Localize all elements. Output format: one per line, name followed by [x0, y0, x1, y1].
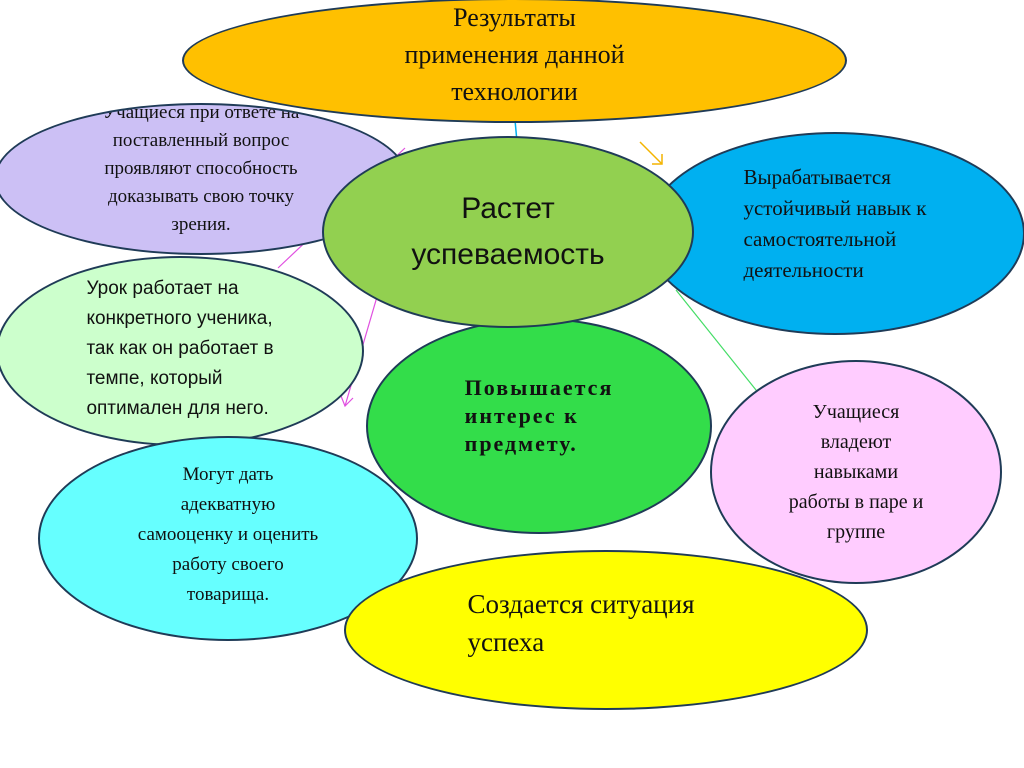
skill-text: Вырабатывается устойчивый навык к самост… [743, 164, 927, 282]
arrow-to-pair [675, 289, 765, 401]
success-node: Создается ситуация успеха [344, 550, 868, 710]
top-results-node: Результаты применения данной технологии [182, 0, 847, 123]
arrow-to-skill-head [652, 154, 663, 165]
argue-text: Учащиеся при ответе на поставленный вопр… [102, 103, 300, 235]
interest-node: Повышается интерес к предмету. [366, 318, 712, 534]
interest-text: Повышается интерес к предмету. [464, 375, 614, 456]
center-node: Растет успеваемость [322, 136, 694, 328]
arrow-to-selfeval-head [340, 395, 354, 408]
arrow-to-skill [639, 141, 663, 165]
pace-node: Урок работает на конкретного ученика, та… [0, 256, 364, 446]
skill-node: Вырабатывается устойчивый навык к самост… [645, 132, 1024, 335]
pace-text: Урок работает на конкретного ученика, та… [86, 278, 274, 419]
pair-node: Учащиеся владеют навыками работы в паре … [710, 360, 1002, 584]
success-text: Создается ситуация успеха [467, 589, 695, 657]
top-results-text: Результаты применения данной технологии [404, 3, 625, 106]
center-text: Растет успеваемость [411, 192, 605, 271]
pair-text: Учащиеся владеют навыками работы в паре … [788, 401, 924, 543]
selfeval-text: Могут дать адекватную самооценку и оцени… [137, 463, 319, 605]
